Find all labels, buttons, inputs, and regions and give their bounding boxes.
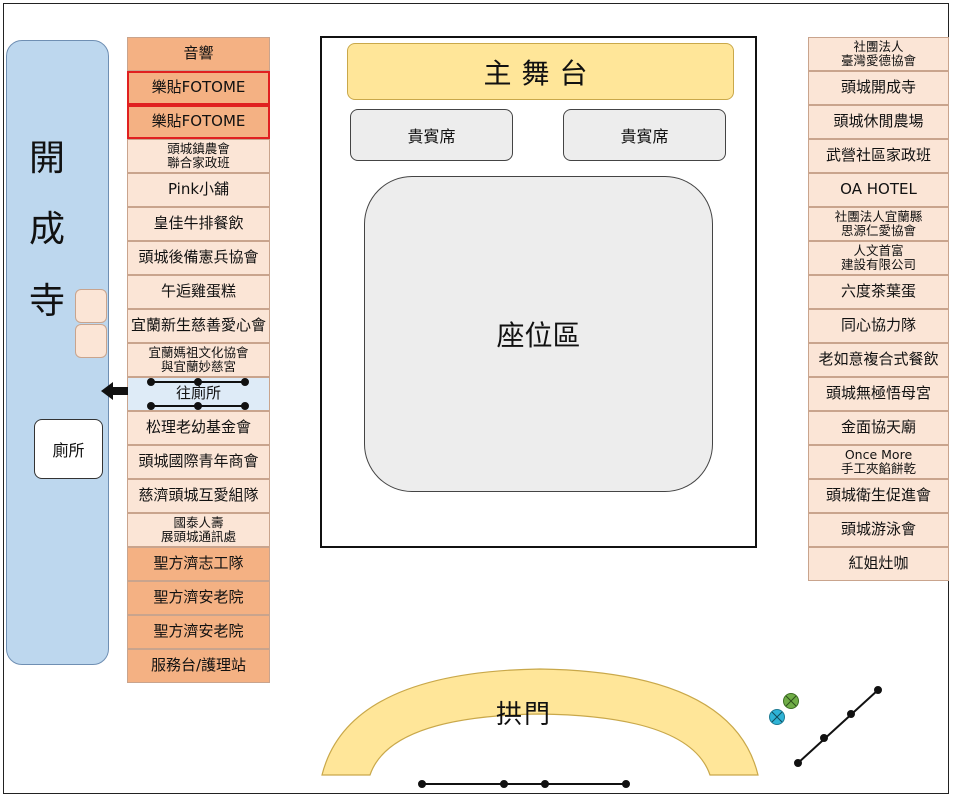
temple-side-box-2 xyxy=(75,324,107,358)
booth-label: 人文首富 建設有限公司 xyxy=(840,242,916,272)
booth-label: 頭城游泳會 xyxy=(840,520,916,539)
booth-label: Once More 手工夾餡餅乾 xyxy=(840,446,916,476)
booth-label: 同心協力隊 xyxy=(840,316,916,335)
left-booth: 聖方濟安老院 xyxy=(127,615,270,649)
vip-right-label: 貴賓席 xyxy=(620,127,669,146)
arrow-left-icon xyxy=(101,382,128,400)
arch-gate xyxy=(321,668,759,776)
booth-label: 社團法人宜蘭縣 思源仁愛協會 xyxy=(834,208,923,238)
right-booth: 紅姐灶咖 xyxy=(808,547,949,581)
booth-label: 松理老幼基金會 xyxy=(145,418,251,437)
temple-side-box-1 xyxy=(75,289,107,323)
booth-label: 頭城開成寺 xyxy=(840,78,916,97)
temple-char-1: 開 xyxy=(29,138,66,179)
main-stage: 主舞台 xyxy=(347,43,734,100)
booth-label: 聖方濟安老院 xyxy=(153,588,244,607)
right-booth: 頭城開成寺 xyxy=(808,71,949,105)
right-booth: 頭城游泳會 xyxy=(808,513,949,547)
seating-label: 座位區 xyxy=(496,319,581,352)
booth-label: 武營社區家政班 xyxy=(825,146,931,165)
left-booth: 頭城國際青年商會 xyxy=(127,445,270,479)
booth-label: 社團法人 臺灣愛德協會 xyxy=(840,38,916,68)
right-booth: 人文首富 建設有限公司 xyxy=(808,241,949,275)
fence-arch-bottom xyxy=(418,780,630,788)
right-booth: 頭城衛生促進會 xyxy=(808,479,949,513)
booth-label: Pink小舖 xyxy=(167,180,230,199)
right-booth: 金面協天廟 xyxy=(808,411,949,445)
temple-char-2: 成 xyxy=(29,209,66,250)
left-booth: 國泰人壽 展頭城通訊處 xyxy=(127,513,270,547)
booth-label: 國泰人壽 展頭城通訊處 xyxy=(160,514,236,544)
toilet-label: 廁所 xyxy=(52,441,85,460)
left-booth: 樂貼FOTOME xyxy=(127,71,270,105)
booth-label: 往廁所 xyxy=(175,384,221,403)
right-booth: Once More 手工夾餡餅乾 xyxy=(808,445,949,479)
right-booth: OA HOTEL xyxy=(808,173,949,207)
left-booth: 音響 xyxy=(127,37,270,71)
left-booth: 松理老幼基金會 xyxy=(127,411,270,445)
left-booth: 宜蘭媽祖文化協會 與宜蘭妙慈宮 xyxy=(127,343,270,377)
booth-label: 樂貼FOTOME xyxy=(151,112,246,131)
booth-label: 聖方濟安老院 xyxy=(153,622,244,641)
booth-label: 頭城後備憲兵協會 xyxy=(138,248,259,267)
booth-label: 聖方濟志工隊 xyxy=(153,554,244,573)
left-booth: Pink小舖 xyxy=(127,173,270,207)
booth-label: 六度茶葉蛋 xyxy=(840,282,916,301)
booth-label: 老如意複合式餐飲 xyxy=(818,350,939,369)
right-booth: 六度茶葉蛋 xyxy=(808,275,949,309)
booth-label: 頭城鎮農會 聯合家政班 xyxy=(167,140,230,170)
fence-diagonal xyxy=(794,686,882,767)
booth-label: 宜蘭新生慈善愛心會 xyxy=(130,316,266,335)
booth-label: 午逅雞蛋糕 xyxy=(160,282,236,301)
right-booth: 社團法人 臺灣愛德協會 xyxy=(808,37,949,71)
booth-label: 頭城衛生促進會 xyxy=(825,486,931,505)
left-booth: 慈濟頭城互愛組隊 xyxy=(127,479,270,513)
left-booth: 樂貼FOTOME xyxy=(127,105,270,139)
right-booth: 老如意複合式餐飲 xyxy=(808,343,949,377)
booth-label: 宜蘭媽祖文化協會 與宜蘭妙慈宮 xyxy=(148,344,249,374)
right-booth: 同心協力隊 xyxy=(808,309,949,343)
temple-char-3: 寺 xyxy=(29,281,66,322)
booth-label: 紅姐灶咖 xyxy=(848,554,909,573)
right-booth: 頭城休閒農場 xyxy=(808,105,949,139)
left-booth: 宜蘭新生慈善愛心會 xyxy=(127,309,270,343)
vip-seats-right: 貴賓席 xyxy=(563,109,726,161)
left-booth: 聖方濟安老院 xyxy=(127,581,270,615)
fence-toilet-path xyxy=(147,378,249,410)
left-booth: 午逅雞蛋糕 xyxy=(127,275,270,309)
booth-label: 音響 xyxy=(183,44,214,63)
right-booth: 社團法人宜蘭縣 思源仁愛協會 xyxy=(808,207,949,241)
left-booth: 頭城鎮農會 聯合家政班 xyxy=(127,139,270,173)
booth-label: 頭城國際青年商會 xyxy=(138,452,259,471)
booth-label: 皇佳牛排餐飲 xyxy=(153,214,244,233)
vip-seats-left: 貴賓席 xyxy=(350,109,513,161)
right-booth: 武營社區家政班 xyxy=(808,139,949,173)
left-booth: 頭城後備憲兵協會 xyxy=(127,241,270,275)
booth-label: 金面協天廟 xyxy=(840,418,916,437)
main-stage-label: 主舞台 xyxy=(483,56,598,90)
booth-label: OA HOTEL xyxy=(840,180,917,199)
vip-left-label: 貴賓席 xyxy=(407,127,456,146)
left-booth: 皇佳牛排餐飲 xyxy=(127,207,270,241)
arch-label: 拱門 xyxy=(495,700,552,730)
booth-label: 慈濟頭城互愛組隊 xyxy=(138,486,259,505)
toilet: 廁所 xyxy=(34,419,103,479)
marker-green-icon xyxy=(783,693,799,709)
marker-blue-icon xyxy=(769,709,785,725)
booth-label: 樂貼FOTOME xyxy=(151,78,246,97)
booth-label: 服務台/護理站 xyxy=(150,656,247,675)
booth-label: 頭城休閒農場 xyxy=(833,112,924,131)
booth-label: 頭城無極悟母宮 xyxy=(825,384,931,403)
right-booth: 頭城無極悟母宮 xyxy=(808,377,949,411)
seating-area: 座位區 xyxy=(364,176,713,492)
left-booth: 聖方濟志工隊 xyxy=(127,547,270,581)
left-booth: 服務台/護理站 xyxy=(127,649,270,683)
